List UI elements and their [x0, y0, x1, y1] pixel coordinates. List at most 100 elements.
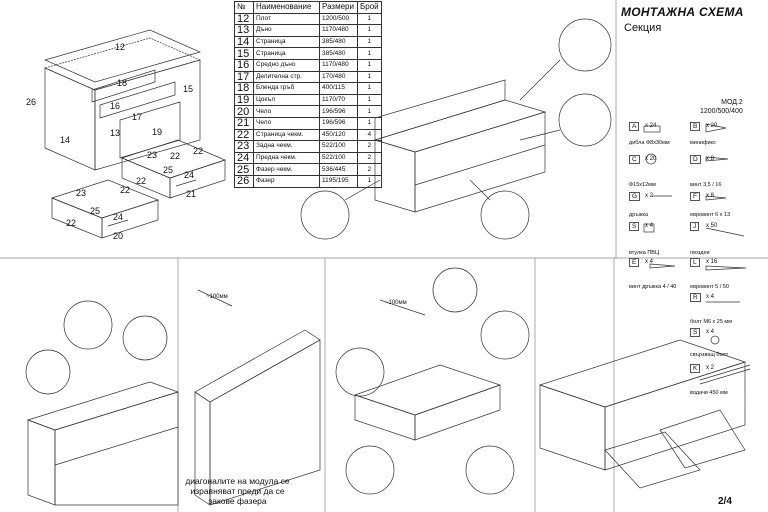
cell-no: 23 — [234, 140, 254, 153]
hardware-description: водачи 450 мм — [690, 390, 728, 396]
part-label: 16 — [110, 101, 121, 111]
cell-no: 17 — [234, 70, 254, 84]
cell-size: 1170/480 — [319, 58, 358, 72]
cell-size: 400/115 — [319, 82, 358, 95]
part-label: 18 — [117, 78, 128, 88]
back-panel-view — [194, 289, 321, 506]
hardware-key: L — [690, 258, 700, 267]
hardware-qty: x 4 — [706, 329, 715, 335]
hardware-key: D — [690, 155, 701, 164]
part-label: 25 — [163, 165, 174, 175]
part-label: 12 — [115, 42, 126, 52]
hardware-description: гвоздеи — [690, 250, 710, 256]
hardware-description: евровинт 5 / 50 — [690, 284, 729, 290]
dimension-label: ~100мм — [385, 300, 407, 306]
hardware-key: C — [629, 155, 640, 164]
cell-no: 22 — [234, 128, 254, 142]
cell-no: 21 — [234, 116, 254, 130]
hardware-key: S — [629, 222, 640, 231]
cabinet-dowels-view — [300, 18, 612, 240]
part-label: 13 — [110, 128, 121, 138]
cell-name: Задна чекм. — [253, 140, 320, 153]
cell-size: 522/100 — [319, 140, 358, 153]
cell-name: Страница чекм. — [253, 128, 320, 142]
hardware-key: K — [690, 364, 701, 373]
hardware-key: E — [629, 258, 640, 267]
hardware-description: втулка ПВЦ — [629, 250, 660, 256]
finished-unit-view — [538, 339, 747, 489]
cell-qty: 1 — [357, 116, 382, 130]
hardware-qty: x 50 — [706, 223, 718, 229]
cell-qty: 1 — [357, 174, 382, 188]
cell-no: 20 — [234, 105, 254, 118]
cell-no: 19 — [234, 93, 254, 107]
cell-qty: 4 — [357, 128, 382, 142]
part-label: 25 — [90, 206, 101, 216]
hardware-qty: x 4 — [706, 294, 715, 300]
cell-name: Делителна стр. — [253, 70, 320, 84]
hardware-qty: x 4 — [645, 223, 654, 229]
part-label: 23 — [76, 188, 87, 198]
hardware-description: свързващ болт — [690, 352, 729, 358]
cell-name: Чело — [253, 116, 320, 130]
cell-qty: 1 — [357, 47, 382, 60]
cell-size: 385/480 — [319, 47, 358, 60]
cell-size: 450/120 — [319, 128, 358, 142]
cell-size: 522/100 — [319, 151, 358, 165]
cell-qty: 2 — [357, 163, 382, 176]
header-no: № — [234, 1, 254, 14]
cell-size: 536/445 — [319, 163, 358, 176]
cell-no: 12 — [234, 12, 254, 26]
hardware-key: R — [690, 293, 701, 302]
hardware-qty: x 16 — [706, 259, 718, 265]
hardware-description: евровинт 6 x 13 — [690, 212, 731, 218]
part-label: 20 — [113, 231, 124, 241]
part-label: 26 — [26, 97, 37, 107]
cell-name: Страница — [253, 35, 320, 49]
cell-name: Страница — [253, 47, 320, 60]
cell-name: Средно дъно — [253, 58, 320, 72]
cell-no: 15 — [234, 47, 254, 60]
cell-no: 18 — [234, 82, 254, 95]
header-name: Наименование — [253, 1, 320, 14]
cell-no: 14 — [234, 35, 254, 49]
hardware-qty: x 20 — [706, 123, 718, 129]
assembly-note: диагоналите на модула се изравняват пред… — [185, 476, 290, 506]
cell-size: 170/480 — [319, 70, 358, 84]
cell-qty: 1 — [357, 12, 382, 26]
model-dimensions: 1200/500/400 — [700, 108, 743, 115]
hardware-description: болт М6 x 25 мм — [690, 319, 732, 325]
hardware-key: J — [690, 222, 700, 231]
cell-no: 26 — [234, 174, 254, 188]
model-name: МОД.2 — [721, 99, 743, 106]
exploded-view — [43, 29, 226, 239]
hardware-description: винт дръжка 4 / 40 — [629, 284, 677, 290]
hardware-description: минификс — [690, 140, 716, 146]
section-subtitle: Секция — [624, 22, 662, 34]
part-label: 24 — [113, 212, 124, 222]
cell-no: 13 — [234, 24, 254, 37]
cell-qty: 2 — [357, 151, 382, 165]
part-label: 22 — [193, 146, 204, 156]
cell-name: Дъно — [253, 24, 320, 37]
cell-no: 24 — [234, 151, 254, 165]
cell-qty: 1 — [357, 35, 382, 49]
cell-no: 25 — [234, 163, 254, 176]
cell-name: Фазер чекм. — [253, 163, 320, 176]
cell-name: Чело — [253, 105, 320, 118]
cell-name: Цокъл — [253, 93, 320, 107]
hardware-description: дибла Ф8x30мм — [629, 140, 670, 146]
hardware-key: F — [690, 192, 700, 201]
cell-qty: 1 — [357, 58, 382, 72]
hardware-qty: x 4 — [645, 259, 654, 265]
header-size: Размери — [319, 1, 358, 14]
